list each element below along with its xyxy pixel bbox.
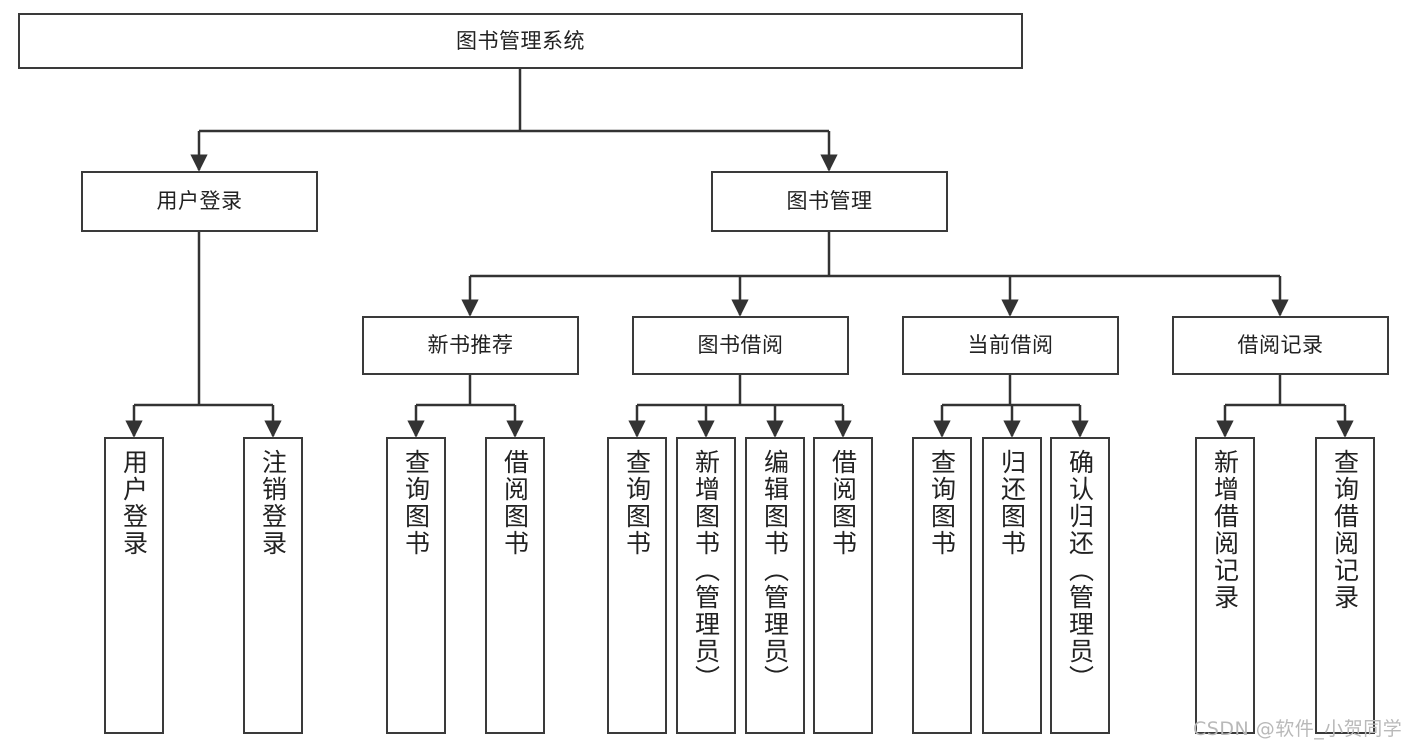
- node-root[interactable]: 图书管理系统: [18, 13, 1023, 69]
- node-leaf-query-record[interactable]: 查询借阅记录: [1315, 437, 1375, 734]
- node-label: 当前借阅: [967, 333, 1054, 358]
- node-label: 编辑图书（管理员）: [760, 449, 790, 692]
- node-leaf-edit-book[interactable]: 编辑图书（管理员）: [745, 437, 805, 734]
- node-label: 新增借阅记录: [1210, 449, 1240, 611]
- node-label: 查询图书: [622, 449, 652, 557]
- node-label: 图书借阅: [697, 333, 784, 358]
- node-book-manage[interactable]: 图书管理: [711, 171, 948, 232]
- node-label: 借阅图书: [828, 449, 858, 557]
- node-label: 图书管理系统: [456, 28, 585, 53]
- node-label: 归还图书: [997, 449, 1027, 557]
- node-leaf-add-book[interactable]: 新增图书（管理员）: [676, 437, 736, 734]
- node-user-login[interactable]: 用户登录: [81, 171, 318, 232]
- node-label: 查询借阅记录: [1330, 449, 1360, 611]
- watermark-csdn: CSDN @软件_小贺同学: [1193, 718, 1403, 740]
- node-leaf-add-record[interactable]: 新增借阅记录: [1195, 437, 1255, 734]
- node-label: 新书推荐: [427, 333, 514, 358]
- node-label: 注销登录: [258, 449, 288, 557]
- edge-layer: [125, 69, 1354, 438]
- node-leaf-return-book[interactable]: 归还图书: [982, 437, 1042, 734]
- node-label: 借阅记录: [1237, 333, 1324, 358]
- node-label: 用户登录: [156, 189, 243, 214]
- node-current-borrow[interactable]: 当前借阅: [902, 316, 1119, 375]
- node-leaf-query-book-2[interactable]: 查询图书: [607, 437, 667, 734]
- node-leaf-borrow-book-1[interactable]: 借阅图书: [485, 437, 545, 734]
- node-label: 新增图书（管理员）: [691, 449, 721, 692]
- node-leaf-confirm-return[interactable]: 确认归还（管理员）: [1050, 437, 1110, 734]
- node-book-borrow[interactable]: 图书借阅: [632, 316, 849, 375]
- node-label: 图书管理: [786, 189, 873, 214]
- node-label: 用户登录: [119, 449, 149, 557]
- node-leaf-logout[interactable]: 注销登录: [243, 437, 303, 734]
- node-leaf-query-book-3[interactable]: 查询图书: [912, 437, 972, 734]
- node-borrow-record[interactable]: 借阅记录: [1172, 316, 1389, 375]
- node-new-book-rec[interactable]: 新书推荐: [362, 316, 579, 375]
- node-leaf-user-login[interactable]: 用户登录: [104, 437, 164, 734]
- node-label: 借阅图书: [500, 449, 530, 557]
- node-label: 查询图书: [927, 449, 957, 557]
- node-leaf-borrow-book-2[interactable]: 借阅图书: [813, 437, 873, 734]
- node-leaf-query-book-1[interactable]: 查询图书: [386, 437, 446, 734]
- node-label: 查询图书: [401, 449, 431, 557]
- node-label: 确认归还（管理员）: [1065, 449, 1095, 692]
